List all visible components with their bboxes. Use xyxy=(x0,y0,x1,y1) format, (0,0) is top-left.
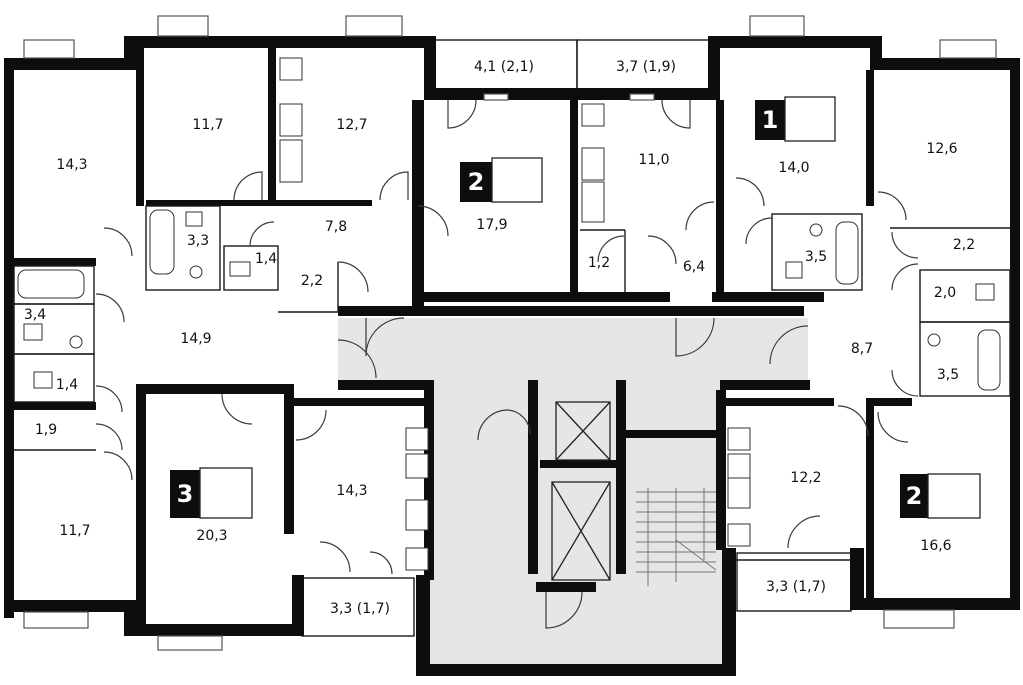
stair-hall xyxy=(430,380,722,670)
common-areas xyxy=(338,318,808,670)
partitions xyxy=(13,205,1011,561)
fixtures xyxy=(17,57,1001,571)
area-label: 12,7 xyxy=(336,117,367,133)
washbasin-icon xyxy=(185,211,203,227)
area-labels: 14,3 11,7 12,7 4,1 (2,1) 3,7 (1,9) 11,0 … xyxy=(24,59,975,617)
bathtub-icon xyxy=(977,329,1001,391)
apartment-marker-bottom-right: 2 xyxy=(900,473,981,519)
area-label: 3,3 (1,7) xyxy=(330,601,390,617)
stove-icon xyxy=(405,547,429,571)
area-label: 1,4 xyxy=(56,377,78,393)
area-label: 17,9 xyxy=(476,217,507,233)
lift-shaft xyxy=(551,481,611,581)
area-label: 3,5 xyxy=(805,249,827,265)
hob-icon xyxy=(405,499,429,531)
area-label: 3,3 xyxy=(187,233,209,249)
bed-icon xyxy=(784,96,836,142)
area-label: 2,0 xyxy=(934,285,956,301)
bathtub-icon xyxy=(835,221,859,285)
apartment-marker-top-center: 2 xyxy=(460,157,543,203)
area-label: 1,2 xyxy=(588,255,610,271)
stove-icon xyxy=(727,523,751,547)
stair-flight xyxy=(636,488,717,586)
area-label: 11,7 xyxy=(59,523,90,539)
hob-icon xyxy=(581,147,605,181)
area-label: 3,4 xyxy=(24,307,46,323)
sink-icon xyxy=(581,181,605,223)
bathtub-icon xyxy=(149,209,175,275)
area-label: 14,0 xyxy=(778,160,809,176)
area-label: 3,7 (1,9) xyxy=(616,59,676,75)
washbasin-icon xyxy=(23,323,43,341)
toilet-icon xyxy=(69,335,83,349)
area-label: 3,5 xyxy=(937,367,959,383)
area-label: 11,0 xyxy=(638,152,669,168)
area-label: 16,6 xyxy=(920,538,951,554)
area-label: 14,9 xyxy=(180,331,211,347)
sink-icon xyxy=(405,427,429,451)
hob-icon xyxy=(727,477,751,509)
dishwasher-icon xyxy=(727,453,751,479)
area-label: 6,4 xyxy=(683,259,705,275)
hob-icon xyxy=(279,103,303,137)
rooms-count: 3 xyxy=(177,480,194,508)
area-label: 20,3 xyxy=(196,528,227,544)
area-label: 8,7 xyxy=(851,341,873,357)
rooms-count: 1 xyxy=(762,106,779,134)
area-label: 11,7 xyxy=(192,117,223,133)
apartment-marker-bottom-left: 3 xyxy=(170,467,253,519)
corridor xyxy=(338,318,808,380)
bathtub-icon xyxy=(17,269,85,299)
lift-shaft xyxy=(555,401,611,461)
toilet-icon xyxy=(809,223,823,237)
washbasin-icon xyxy=(785,261,803,279)
area-label: 12,6 xyxy=(926,141,957,157)
washbasin-icon xyxy=(229,261,251,277)
area-label: 7,8 xyxy=(325,219,347,235)
area-label: 2,2 xyxy=(301,273,323,289)
rooms-count: 2 xyxy=(468,168,485,196)
stove-icon xyxy=(581,103,605,127)
bed-icon xyxy=(199,467,253,519)
windows xyxy=(23,15,997,651)
area-label: 4,1 (2,1) xyxy=(474,59,534,75)
toilet-icon xyxy=(189,265,203,279)
sink-icon xyxy=(279,139,303,183)
toilet-icon xyxy=(927,333,941,347)
stove-icon xyxy=(279,57,303,81)
apartment-markers: 2 1 3 2 xyxy=(170,96,981,519)
area-label: 1,4 xyxy=(255,251,277,267)
washbasin-icon xyxy=(975,283,995,301)
apartment-marker-top-right: 1 xyxy=(755,96,836,142)
area-label: 14,3 xyxy=(336,483,367,499)
area-label: 14,3 xyxy=(56,157,87,173)
vertical-core xyxy=(551,401,717,586)
area-label: 2,2 xyxy=(953,237,975,253)
doors xyxy=(95,99,919,629)
area-label: 12,2 xyxy=(790,470,821,486)
sink-icon xyxy=(727,427,751,451)
bed-icon xyxy=(491,157,543,203)
washbasin-icon xyxy=(33,371,53,389)
bed-icon xyxy=(927,473,981,519)
rooms-count: 2 xyxy=(906,482,923,510)
area-label: 1,9 xyxy=(35,422,57,438)
area-label: 3,3 (1,7) xyxy=(766,579,826,595)
dishwasher-icon xyxy=(405,453,429,479)
